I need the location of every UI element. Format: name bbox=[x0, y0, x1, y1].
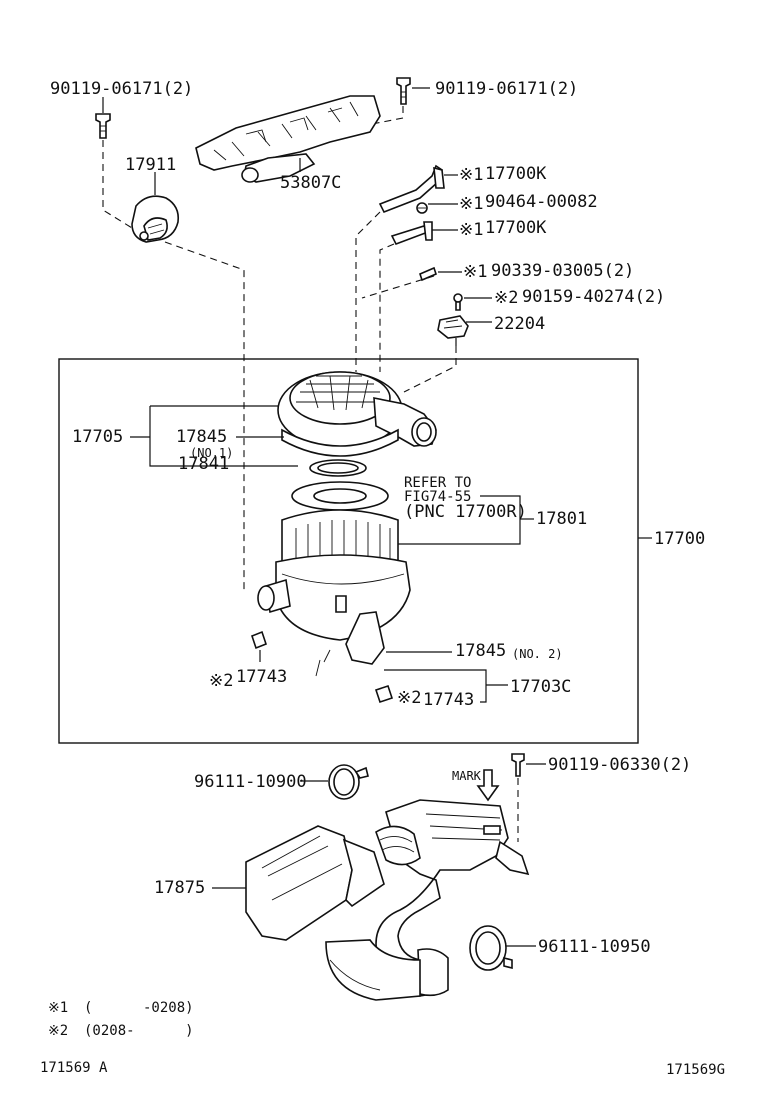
hose-band-96111-10950-label: 96111-10950 bbox=[538, 937, 651, 957]
hose-17700k-upper-label: 17700K bbox=[485, 164, 547, 184]
clip-mark: ※1 bbox=[459, 194, 483, 214]
screw-90159-label: 90159-40274(2) bbox=[522, 287, 665, 307]
part-53807c-deflector[interactable] bbox=[195, 95, 381, 183]
filter-element-17801[interactable] bbox=[291, 481, 389, 511]
part-17841-label: 17841 bbox=[178, 454, 229, 474]
bolt-top-left-label: 90119-06171(2) bbox=[50, 79, 193, 99]
bolt-top-right-label: 90119-06171(2) bbox=[435, 79, 578, 99]
clip-17743-left-label: 17743 bbox=[236, 667, 287, 687]
hose-17700k-upper[interactable] bbox=[378, 164, 445, 214]
screw-mark: ※2 bbox=[494, 288, 518, 308]
bolt-top-left[interactable] bbox=[95, 113, 111, 139]
part-17705-label: 17705 bbox=[72, 427, 123, 447]
clip-17743-left[interactable] bbox=[251, 630, 267, 650]
part-17700-label: 17700 bbox=[654, 529, 705, 549]
footnote-1-text: ( -0208) bbox=[84, 1000, 194, 1016]
mark-label: MARK bbox=[452, 769, 482, 783]
assembly-17700-frame bbox=[58, 358, 639, 744]
clip-17743-left-mark: ※2 bbox=[209, 671, 233, 691]
screw-90159[interactable] bbox=[453, 293, 463, 311]
resonator-17875-label: 17875 bbox=[154, 878, 205, 898]
gasket-17841[interactable] bbox=[309, 459, 367, 477]
part-17845-no2-label: 17845 bbox=[455, 641, 506, 661]
air-cleaner-case[interactable] bbox=[257, 509, 411, 677]
hose-band-96111-10950[interactable] bbox=[469, 925, 513, 971]
intake-duct[interactable] bbox=[325, 799, 530, 1001]
part-17911-label: 17911 bbox=[125, 155, 176, 175]
clip-90464[interactable] bbox=[416, 202, 428, 214]
bolt-top-right[interactable] bbox=[396, 77, 411, 105]
bolt-bottom[interactable] bbox=[511, 753, 525, 777]
clip-17743-right[interactable] bbox=[374, 684, 394, 704]
pnc-ref-label: (PNC 17700R) bbox=[404, 502, 527, 522]
footnote-1-mark: ※1 bbox=[48, 1000, 68, 1016]
clip-90464-label: 90464-00082 bbox=[485, 192, 598, 212]
hose-upper-mark: ※1 bbox=[459, 165, 483, 185]
part-17911[interactable] bbox=[131, 195, 180, 243]
pipe-mark: ※1 bbox=[463, 262, 487, 282]
hose-lower-mark: ※1 bbox=[459, 220, 483, 240]
hose-17700k-lower[interactable] bbox=[390, 221, 433, 246]
part-17845-no1-label: 17845 bbox=[176, 427, 227, 447]
hose-band-96111-10900[interactable] bbox=[328, 764, 369, 800]
part-17845-no2-note: (NO. 2) bbox=[512, 647, 563, 661]
part-22204-label: 22204 bbox=[494, 314, 545, 334]
figure-code-right: 171569G bbox=[666, 1062, 725, 1078]
figure-code-left: 171569 A bbox=[40, 1060, 108, 1076]
fig-ref-label: FIG74-55 bbox=[404, 489, 471, 505]
resonator-17875[interactable] bbox=[245, 825, 385, 941]
pipe-90339[interactable] bbox=[419, 266, 437, 282]
hose-band-96111-10900-label: 96111-10900 bbox=[194, 772, 307, 792]
footnote-2-mark: ※2 bbox=[48, 1023, 68, 1039]
part-17801-label: 17801 bbox=[536, 509, 587, 529]
part-17845-no1-note: (NO.1) bbox=[190, 446, 233, 460]
mark-arrow-icon bbox=[476, 769, 500, 802]
bolt-bottom-label: 90119-06330(2) bbox=[548, 755, 691, 775]
part-53807c-label: 53807C bbox=[280, 173, 341, 193]
pipe-90339-label: 90339-03005(2) bbox=[491, 261, 634, 281]
footnote-2-text: (0208- ) bbox=[84, 1023, 194, 1039]
refer-to-label: REFER TO bbox=[404, 475, 471, 491]
clip-17743-right-label: 17743 bbox=[423, 690, 474, 710]
part-22204-sensor[interactable] bbox=[437, 315, 469, 346]
part-17703c-label: 17703C bbox=[510, 677, 571, 697]
hose-17700k-lower-label: 17700K bbox=[485, 218, 547, 238]
air-cleaner-cap[interactable] bbox=[277, 371, 437, 457]
clip-17743-right-mark: ※2 bbox=[397, 688, 421, 708]
